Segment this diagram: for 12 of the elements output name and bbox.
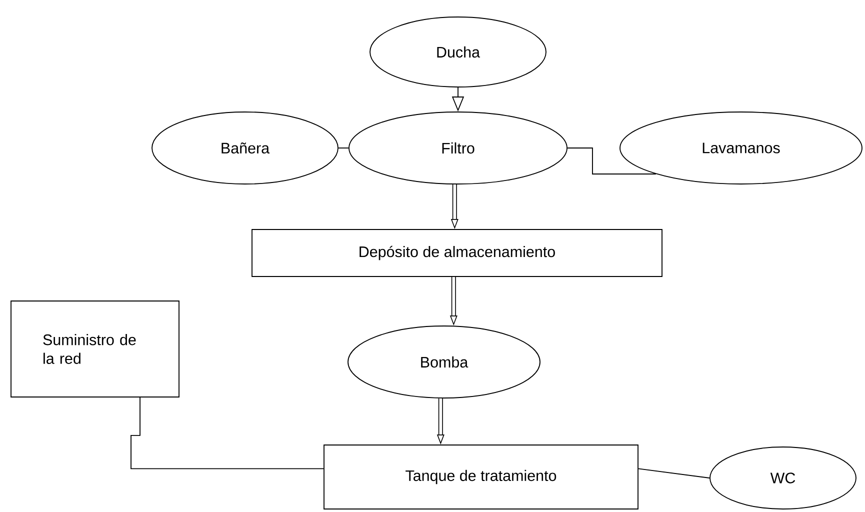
process-box: Tanque de tratamiento xyxy=(324,444,638,510)
connector xyxy=(130,397,324,470)
ellipse-node: Ducha xyxy=(370,16,546,88)
process-box: Depósito de almacenamiento xyxy=(252,229,662,277)
connector xyxy=(638,468,710,478)
connector xyxy=(567,148,656,174)
ellipse-node: Bañera xyxy=(152,112,338,184)
process-box: Suministro de la red xyxy=(10,300,180,398)
ellipse-node: Filtro xyxy=(348,112,568,184)
ellipse-node: WC xyxy=(710,446,856,510)
ellipse-node: Lavamanos xyxy=(620,112,862,184)
ellipse-node: Bomba xyxy=(348,326,540,398)
